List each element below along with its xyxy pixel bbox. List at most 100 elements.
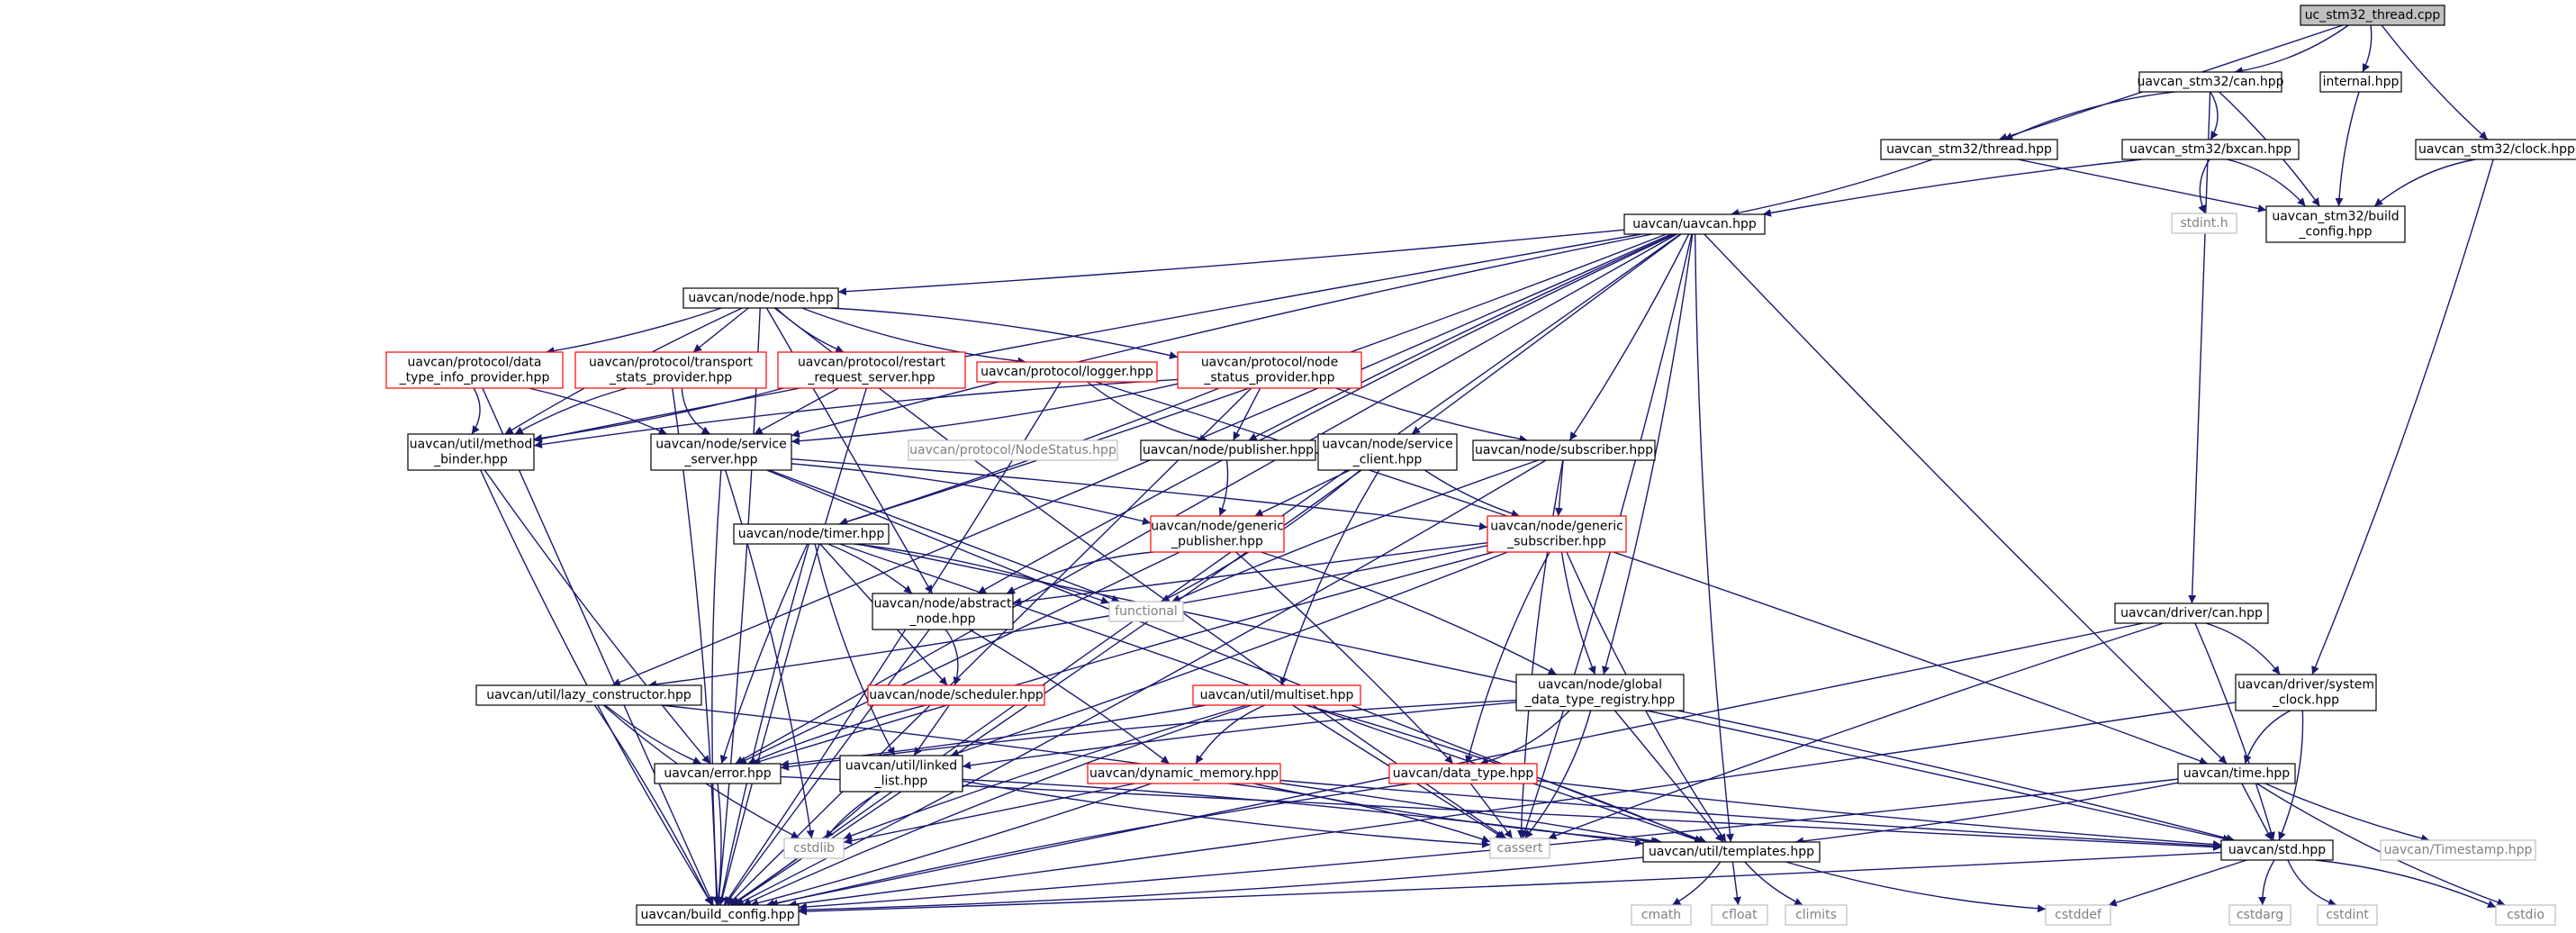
node-std_hpp[interactable]: uavcan/std.hpp	[2220, 839, 2334, 861]
node-publisher_hpp[interactable]: uavcan/node/publisher.hpp	[1140, 439, 1316, 461]
node-clock_hpp[interactable]: uavcan_stm32/clock.hpp	[2415, 139, 2576, 160]
node-internal_hpp[interactable]: internal.hpp	[2319, 71, 2402, 93]
node-box-cstddef	[2045, 904, 2111, 926]
edge-service_server-to-functional	[769, 469, 1120, 603]
node-box-timer_hpp	[733, 523, 890, 545]
node-label-driver_can: uavcan/driver/can.hpp	[2120, 606, 2263, 620]
edge-uavcan_hpp-to-time_hpp	[1704, 233, 2228, 765]
node-generic_publisher[interactable]: uavcan/node/generic_publisher.hpp	[1150, 515, 1285, 553]
edge-global_registry-to-linked_list	[962, 702, 1517, 770]
node-subscriber_hpp[interactable]: uavcan/node/subscriber.hpp	[1472, 439, 1656, 461]
edge-templates_hpp-to-climits	[1744, 861, 1803, 906]
node-stm32_build_config[interactable]: uavcan_stm32/build_config.hpp	[2265, 205, 2406, 243]
edge-restart_request-to-build_config	[718, 387, 868, 906]
node-label-generic_publisher: _publisher.hpp	[1170, 535, 1263, 549]
node-box-build_config	[636, 904, 800, 926]
node-stdint_h[interactable]: stdint.h	[2171, 213, 2237, 234]
edge-subscriber_hpp-to-generic_subscriber	[1555, 459, 1564, 517]
node-timestamp_hpp[interactable]: uavcan/Timestamp.hpp	[2380, 839, 2536, 861]
node-linked_list[interactable]: uavcan/util/linked_list.hpp	[839, 755, 963, 793]
node-time_hpp[interactable]: uavcan/time.hpp	[2177, 763, 2296, 784]
node-data_type_info[interactable]: uavcan/protocol/data_type_info_provider.…	[385, 351, 564, 389]
node-data_type_hpp[interactable]: uavcan/data_type.hpp	[1388, 763, 1538, 784]
edge-bxcan_hpp-to-stdint_h	[2198, 159, 2210, 214]
node-label-service_client: uavcan/node/service	[1322, 438, 1452, 452]
edge-uavcan_hpp-to-lazy_constructor	[611, 233, 1672, 686]
node-label-cstdlib: cstdlib	[793, 841, 835, 856]
nodes-layer: uc_stm32_thread.cpp uavcan_stm32/can.hpp i…	[385, 5, 2576, 926]
node-driver_can[interactable]: uavcan/driver/can.hpp	[2114, 602, 2269, 624]
node-node_hpp[interactable]: uavcan/node/node.hpp	[682, 287, 839, 309]
edge-node_hpp-to-build_config	[715, 307, 761, 906]
node-node_status_provider[interactable]: uavcan/protocol/node_status_provider.hpp	[1177, 351, 1362, 389]
node-cfloat[interactable]: cfloat	[1711, 904, 1768, 926]
node-service_server[interactable]: uavcan/node/service_server.hpp	[650, 433, 792, 471]
edge-templates_hpp-to-cfloat	[1731, 861, 1741, 906]
node-restart_request[interactable]: uavcan/protocol/restart_request_server.h…	[777, 351, 966, 389]
node-cassert[interactable]: cassert	[1489, 838, 1550, 859]
node-label-build_config: uavcan/build_config.hpp	[641, 908, 795, 922]
node-global_registry[interactable]: uavcan/node/global_data_type_registry.hp…	[1515, 674, 1685, 711]
edge-generic_publisher-to-error_hpp	[737, 551, 1180, 765]
node-transport_stats[interactable]: uavcan/protocol/transport_stats_provider…	[574, 351, 767, 389]
node-uavcan_hpp[interactable]: uavcan/uavcan.hpp	[1623, 213, 1766, 235]
node-method_binder[interactable]: uavcan/util/method_binder.hpp	[407, 433, 535, 471]
node-cmath[interactable]: cmath	[1631, 904, 1692, 926]
node-lazy_constructor[interactable]: uavcan/util/lazy_constructor.hpp	[475, 684, 702, 706]
node-label-abstract_node: _node.hpp	[908, 612, 975, 627]
node-multiset_hpp[interactable]: uavcan/util/multiset.hpp	[1192, 684, 1361, 706]
node-error_hpp[interactable]: uavcan/error.hpp	[654, 763, 782, 784]
node-box-internal_hpp	[2319, 71, 2402, 93]
node-cstdarg[interactable]: cstdarg	[2228, 904, 2291, 926]
node-timer_hpp[interactable]: uavcan/node/timer.hpp	[733, 523, 890, 545]
edge-publisher_hpp-to-generic_publisher	[1218, 459, 1229, 517]
node-box-stdint_h	[2171, 213, 2237, 234]
node-dynamic_memory[interactable]: uavcan/dynamic_memory.hpp	[1087, 763, 1281, 784]
edge-lazy_constructor-to-build_config	[593, 704, 713, 906]
edge-std_hpp-to-cstdio	[2315, 859, 2497, 909]
edge-global_registry-to-cassert	[1524, 710, 1592, 839]
edge-logger_hpp-to-time_hpp	[1095, 381, 2209, 765]
edge-driver_system_clock-to-time_hpp	[2243, 710, 2291, 765]
edge-scheduler_hpp-to-error_hpp	[747, 704, 926, 765]
node-box-node_hpp	[682, 287, 839, 309]
node-templates_hpp[interactable]: uavcan/util/templates.hpp	[1642, 841, 1821, 863]
node-box-scheduler_hpp	[867, 684, 1045, 706]
edge-can_hpp-to-bxcan_hpp	[2210, 91, 2219, 140]
node-label-templates_hpp: uavcan/util/templates.hpp	[1649, 845, 1814, 859]
edge-error_hpp-to-build_config	[714, 783, 723, 906]
edge-bxcan_hpp-to-uavcan_hpp	[1762, 159, 2143, 217]
edge-bxcan_hpp-to-stm32_build_config	[2227, 159, 2307, 207]
node-cstdio[interactable]: cstdio	[2495, 904, 2556, 926]
node-cstddef[interactable]: cstddef	[2045, 904, 2111, 926]
node-label-stm32_build_config: uavcan_stm32/build	[2272, 210, 2399, 224]
node-build_config[interactable]: uavcan/build_config.hpp	[636, 904, 800, 926]
node-label-node_status_provider: uavcan/protocol/node	[1201, 356, 1338, 370]
node-driver_system_clock[interactable]: uavcan/driver/system_clock.hpp	[2235, 674, 2377, 711]
edge-abstract_node-to-scheduler_hpp	[945, 629, 962, 686]
node-functional[interactable]: functional	[1108, 601, 1184, 622]
node-label-global_registry: _data_type_registry.hpp	[1524, 693, 1676, 708]
edge-node_hpp-to-transport_stats	[692, 307, 749, 353]
edge-timer_hpp-to-functional	[854, 543, 1110, 604]
node-thread_hpp[interactable]: uavcan_stm32/thread.hpp	[1880, 139, 2058, 160]
node-label-functional: functional	[1115, 604, 1178, 619]
edge-can_hpp-to-driver_can	[2188, 91, 2211, 604]
node-climits[interactable]: climits	[1785, 904, 1848, 926]
node-generic_subscriber[interactable]: uavcan/node/generic_subscriber.hpp	[1487, 515, 1627, 553]
node-service_client[interactable]: uavcan/node/service_client.hpp	[1317, 433, 1458, 471]
node-bxcan_hpp[interactable]: uavcan_stm32/bxcan.hpp	[2121, 139, 2300, 160]
node-label-restart_request: uavcan/protocol/restart	[798, 356, 946, 370]
edge-templates_hpp-to-cmath	[1671, 861, 1722, 906]
node-abstract_node[interactable]: uavcan/node/abstract_node.hpp	[872, 593, 1014, 630]
node-label-cstdarg: cstdarg	[2237, 908, 2283, 922]
node-can_hpp[interactable]: uavcan_stm32/can.hpp	[2137, 71, 2284, 93]
node-logger_hpp[interactable]: uavcan/protocol/logger.hpp	[976, 361, 1158, 383]
node-nodestatus_hpp[interactable]: uavcan/protocol/NodeStatus.hpp	[908, 439, 1118, 461]
edge-generic_subscriber-to-data_type_hpp	[1465, 551, 1550, 765]
node-box-data_type_info	[385, 351, 564, 389]
node-cstdlib[interactable]: cstdlib	[783, 838, 845, 859]
node-cstdint[interactable]: cstdint	[2317, 904, 2378, 926]
node-scheduler_hpp[interactable]: uavcan/node/scheduler.hpp	[867, 684, 1045, 706]
node-root[interactable]: uc_stm32_thread.cpp	[2300, 5, 2445, 26]
